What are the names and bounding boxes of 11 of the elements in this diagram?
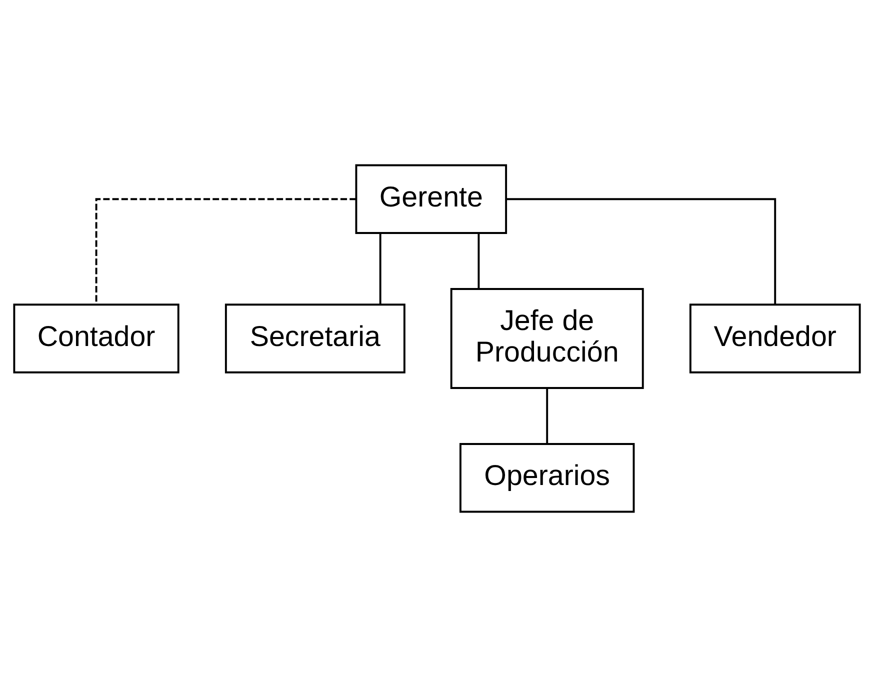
connector bbox=[95, 198, 356, 304]
connector bbox=[546, 388, 548, 444]
connector bbox=[478, 233, 480, 289]
node-box: Secretaria bbox=[224, 304, 406, 374]
node-box: Vendedor bbox=[689, 304, 861, 374]
connector bbox=[506, 198, 776, 304]
node-box: Jefe de Producción bbox=[450, 288, 644, 389]
node-box: Operarios bbox=[459, 443, 635, 513]
node-box: Gerente bbox=[355, 164, 508, 234]
node-box: Contador bbox=[13, 304, 180, 374]
connector bbox=[379, 233, 382, 304]
